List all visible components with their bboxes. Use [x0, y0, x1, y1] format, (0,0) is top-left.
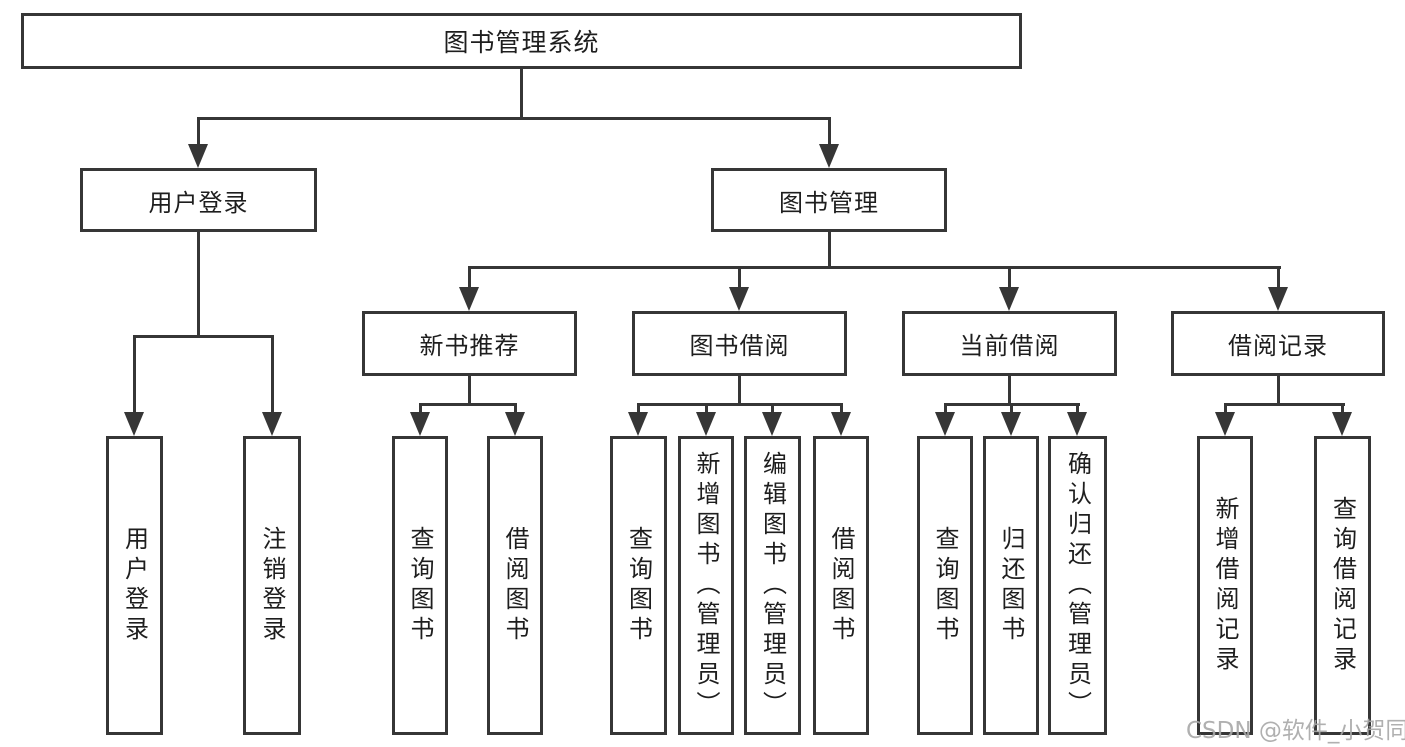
leaf-query-books-borrowing-label: 查询图书	[624, 525, 653, 646]
node-book-management: 图书管理	[711, 168, 947, 232]
connector-line	[419, 403, 517, 406]
leaf-query-borrow-record: 查询借阅记录	[1314, 436, 1371, 735]
connector-line	[1010, 403, 1013, 415]
csdn-watermark: CSDN @软件_小贺同学	[1186, 718, 1405, 744]
connector-line	[1277, 376, 1280, 406]
arrow-down-icon	[262, 412, 282, 436]
node-current-borrowing: 当前借阅	[902, 311, 1117, 376]
arrow-down-icon	[1332, 412, 1352, 436]
arrow-down-icon	[696, 412, 716, 436]
leaf-add-borrow-record: 新增借阅记录	[1197, 436, 1253, 735]
arrow-down-icon	[459, 287, 479, 311]
leaf-borrow-books-borrowing: 借阅图书	[813, 436, 869, 735]
leaf-confirm-return-admin-label: 确认归还（管理员）	[1063, 450, 1092, 721]
node-user-login: 用户登录	[80, 168, 317, 232]
connector-line	[1008, 376, 1011, 406]
connector-line	[738, 376, 741, 406]
leaf-user-login-label: 用户登录	[120, 525, 149, 646]
leaf-logout: 注销登录	[243, 436, 301, 735]
leaf-query-borrow-record-label: 查询借阅记录	[1328, 495, 1357, 676]
leaf-query-books-recommend-label: 查询图书	[406, 525, 434, 646]
node-borrowing-records-label: 借阅记录	[1228, 332, 1328, 360]
connector-line	[1224, 403, 1227, 415]
connector-line	[197, 232, 200, 338]
connector-line	[468, 266, 471, 290]
arrow-down-icon	[729, 287, 749, 311]
connector-line	[828, 117, 831, 147]
leaf-borrow-books-recommend-label: 借阅图书	[501, 525, 529, 646]
arrow-down-icon	[628, 412, 648, 436]
connector-line	[738, 266, 741, 290]
connector-line	[637, 403, 843, 406]
arrow-down-icon	[819, 144, 839, 168]
connector-line	[637, 403, 640, 415]
connector-line	[771, 403, 774, 415]
arrow-down-icon	[1215, 412, 1235, 436]
leaf-user-login: 用户登录	[106, 436, 163, 735]
connector-line	[705, 403, 708, 415]
arrow-down-icon	[188, 144, 208, 168]
connector-line	[1277, 266, 1280, 290]
node-borrowing-records: 借阅记录	[1171, 311, 1385, 376]
leaf-add-book-admin: 新增图书（管理员）	[678, 436, 734, 735]
connector-line	[468, 266, 1281, 269]
connector-line	[514, 403, 517, 415]
connector-line	[1076, 403, 1079, 415]
node-current-borrowing-label: 当前借阅	[959, 332, 1060, 360]
node-user-login-label: 用户登录	[148, 188, 249, 217]
connector-line	[271, 335, 274, 415]
arrow-down-icon	[1001, 412, 1021, 436]
node-book-borrowing-label: 图书借阅	[689, 332, 790, 360]
node-book-borrowing: 图书借阅	[632, 311, 847, 376]
arrow-down-icon	[505, 412, 525, 436]
arrow-down-icon	[935, 412, 955, 436]
connector-line	[197, 117, 831, 120]
leaf-query-books-current: 查询图书	[917, 436, 973, 735]
connector-line	[944, 403, 947, 415]
leaf-logout-label: 注销登录	[258, 525, 286, 646]
connector-line	[1341, 403, 1344, 415]
leaf-return-book: 归还图书	[983, 436, 1039, 735]
leaf-add-book-admin-label: 新增图书（管理员）	[692, 450, 720, 721]
node-new-book-recommend: 新书推荐	[362, 311, 577, 376]
connector-line	[520, 69, 523, 120]
arrow-down-icon	[999, 287, 1019, 311]
leaf-query-books-borrowing: 查询图书	[610, 436, 667, 735]
connector-line	[828, 232, 831, 268]
connector-line	[840, 403, 843, 415]
leaf-query-books-recommend: 查询图书	[392, 436, 448, 735]
arrow-down-icon	[762, 412, 782, 436]
node-book-management-label: 图书管理	[779, 188, 879, 217]
node-root: 图书管理系统	[21, 13, 1022, 69]
leaf-edit-book-admin-label: 编辑图书（管理员）	[758, 450, 787, 721]
connector-line	[468, 376, 471, 406]
leaf-edit-book-admin: 编辑图书（管理员）	[744, 436, 801, 735]
leaf-add-borrow-record-label: 新增借阅记录	[1211, 495, 1239, 676]
leaf-borrow-books-borrowing-label: 借阅图书	[827, 525, 855, 646]
arrow-down-icon	[1268, 287, 1288, 311]
connector-line	[419, 403, 422, 415]
leaf-return-book-label: 归还图书	[997, 525, 1025, 646]
leaf-query-books-current-label: 查询图书	[931, 525, 959, 646]
connector-line	[1224, 403, 1345, 406]
arrow-down-icon	[831, 412, 851, 436]
arrow-down-icon	[410, 412, 430, 436]
leaf-borrow-books-recommend: 借阅图书	[487, 436, 543, 735]
arrow-down-icon	[124, 412, 144, 436]
leaf-confirm-return-admin: 确认归还（管理员）	[1048, 436, 1107, 735]
node-new-book-recommend-label: 新书推荐	[419, 332, 520, 360]
node-root-label: 图书管理系统	[443, 28, 600, 57]
connector-line	[133, 335, 136, 415]
connector-line	[1008, 266, 1011, 290]
connector-line	[197, 117, 200, 147]
arrow-down-icon	[1067, 412, 1087, 436]
connector-line	[133, 335, 274, 338]
